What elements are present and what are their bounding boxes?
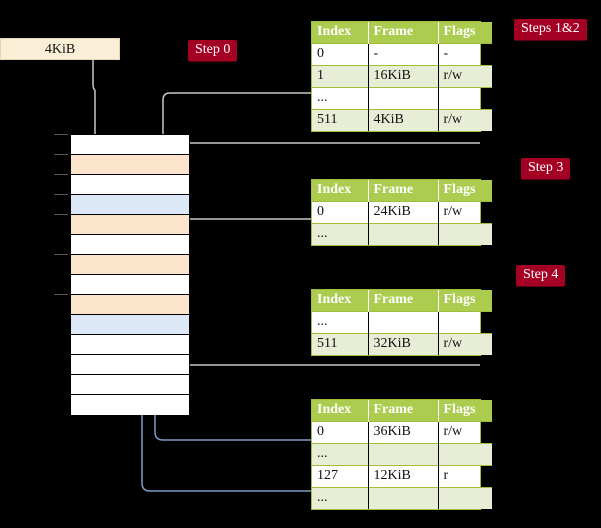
- cell-flags: [438, 443, 492, 466]
- memory-cell: [71, 395, 189, 415]
- memory-cell: [71, 275, 189, 295]
- table-row: 0--: [312, 43, 492, 66]
- memory-tick: [54, 254, 68, 255]
- memory-tick: [54, 294, 68, 295]
- memory-cell: [71, 375, 189, 395]
- cell-frame: 24KiB: [368, 201, 439, 224]
- cell-frame: [368, 87, 439, 110]
- cell-flags: [438, 87, 492, 110]
- cell-frame: -: [368, 43, 439, 66]
- table-row: ...: [312, 87, 492, 110]
- cell-flags: r: [438, 465, 492, 488]
- cell-frame: [368, 443, 439, 466]
- cell-index: ...: [312, 223, 369, 245]
- cell-flags: r/w: [438, 421, 492, 444]
- memory-cell: [71, 315, 189, 335]
- memory-tick: [54, 174, 68, 175]
- cell-index: 1: [312, 65, 369, 88]
- cell-frame: [368, 311, 439, 334]
- header-flags: Flags: [438, 180, 492, 202]
- label-step-3: Step 3: [521, 158, 571, 179]
- cell-index: 511: [312, 333, 369, 355]
- cell-index: ...: [312, 487, 369, 509]
- cell-flags: r/w: [438, 65, 492, 88]
- cell-index: ...: [312, 443, 369, 466]
- header-frame: Frame: [368, 400, 439, 422]
- header-frame: Frame: [368, 180, 439, 202]
- cell-index: 0: [312, 421, 369, 444]
- memory-tick: [54, 194, 68, 195]
- cell-index: 0: [312, 43, 369, 66]
- header-frame: Frame: [368, 290, 439, 312]
- cell-flags: r/w: [438, 109, 492, 131]
- label-step-4: Step 4: [516, 265, 566, 286]
- wire-step0-vaddr: [92, 60, 96, 91]
- memory-cell: [71, 255, 189, 275]
- table-row: ...: [312, 223, 492, 245]
- cell-frame: 16KiB: [368, 65, 439, 88]
- cell-frame: 4KiB: [368, 109, 439, 131]
- header-index: Index: [312, 180, 369, 202]
- memory-cell: [71, 195, 189, 215]
- header-frame: Frame: [368, 22, 439, 44]
- header-flags: Flags: [438, 400, 492, 422]
- cell-frame: 32KiB: [368, 333, 439, 355]
- cell-flags: r/w: [438, 201, 492, 224]
- header-index: Index: [312, 22, 369, 44]
- header-flags: Flags: [438, 22, 492, 44]
- memory-cell: [71, 175, 189, 195]
- table-row: ...: [312, 311, 492, 334]
- cell-flags: [438, 223, 492, 245]
- cell-index: ...: [312, 87, 369, 110]
- memory-cell: [71, 135, 189, 155]
- header-index: Index: [312, 290, 369, 312]
- cell-flags: [438, 311, 492, 334]
- memory-cell: [71, 355, 189, 375]
- cell-index: 0: [312, 201, 369, 224]
- header-index: Index: [312, 400, 369, 422]
- memory-cell: [71, 235, 189, 255]
- cell-frame: [368, 223, 439, 245]
- cell-flags: [438, 487, 492, 509]
- cell-frame: [368, 487, 439, 509]
- virtual-address-box: 4KiB: [0, 38, 120, 60]
- cell-index: 511: [312, 109, 369, 131]
- table-row: ...: [312, 443, 492, 466]
- memory-tick: [54, 134, 68, 135]
- cell-frame: 36KiB: [368, 421, 439, 444]
- memory-cell: [71, 215, 189, 235]
- cell-flags: -: [438, 43, 492, 66]
- table-row: ...: [312, 487, 492, 509]
- label-steps-1-2: Steps 1&2: [514, 19, 587, 40]
- memory-tick: [54, 154, 68, 155]
- cell-index: ...: [312, 311, 369, 334]
- cell-flags: r/w: [438, 333, 492, 355]
- physical-memory-column: [70, 134, 190, 415]
- cell-index: 127: [312, 465, 369, 488]
- wire-l4-row511-into-memory: [169, 142, 480, 158]
- cell-frame: 12KiB: [368, 465, 439, 488]
- memory-cell: [71, 155, 189, 175]
- label-step-0: Step 0: [188, 40, 238, 61]
- memory-tick: [54, 214, 68, 215]
- header-flags: Flags: [438, 290, 492, 312]
- memory-cell: [71, 295, 189, 315]
- memory-cell: [71, 335, 189, 355]
